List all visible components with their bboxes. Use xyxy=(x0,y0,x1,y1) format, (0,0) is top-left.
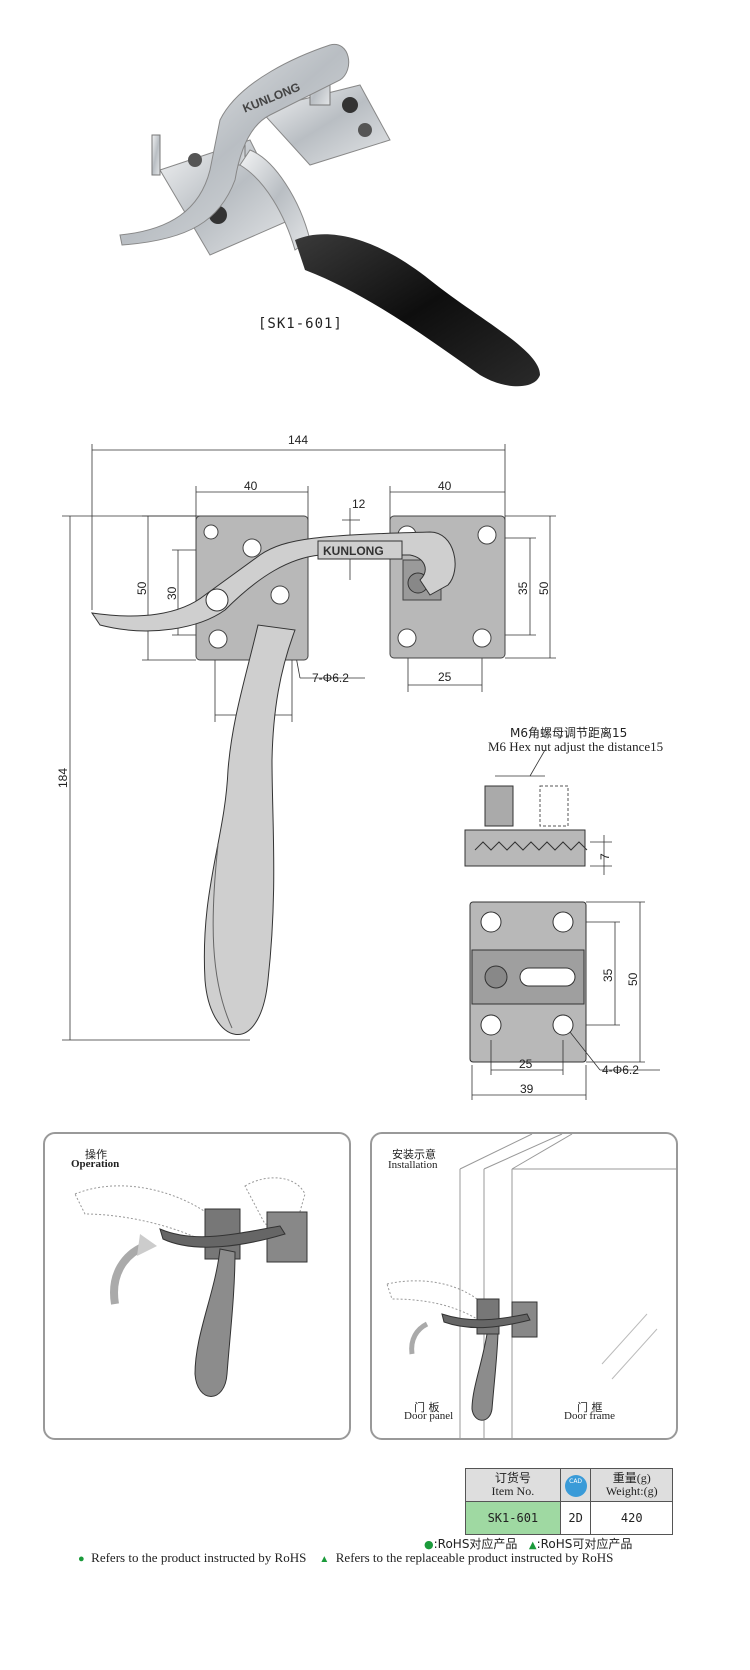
rohs-triangle-icon: ▲ xyxy=(528,1540,537,1551)
cad-value[interactable]: 2D xyxy=(559,1501,592,1535)
door-panel-en: Door panel xyxy=(404,1410,454,1422)
cad-icon: CAD xyxy=(564,1475,587,1497)
installation-panel: 安装示意 Installation 门 板 Door panel 门 框 Doo… xyxy=(370,1132,678,1440)
dim-right-inner: 35 xyxy=(516,581,530,595)
installation-title-cn: 安装示意 xyxy=(392,1148,436,1161)
door-panel-cn: 门 板 xyxy=(414,1401,440,1414)
dim-hole-spacing-right: 25 xyxy=(438,670,452,684)
nut-note-en: M6 Hex nut adjust the distance15 xyxy=(488,739,664,754)
rohs-legend-cn: ●:RoHS对应产品 ▲:RoHS可对应产品 xyxy=(424,1535,632,1552)
item-no-header-en: Item No. xyxy=(491,1484,535,1498)
product-photo: KUNLONG xyxy=(119,44,540,387)
weight-value: 420 xyxy=(590,1501,673,1535)
brand-mark-drawing: KUNLONG xyxy=(323,544,384,558)
rohs-en: Refers to the product instructed by RoHS xyxy=(91,1550,307,1565)
rohs-alt-en: Refers to the replaceable product instru… xyxy=(335,1550,614,1565)
door-frame-cn: 门 框 xyxy=(577,1401,603,1414)
base-holes: 4-Φ6.2 xyxy=(602,1063,639,1077)
dim-gap: 12 xyxy=(352,497,366,511)
spec-table: 订货号 Item No. CAD 重量(g) Weight:(g) SK1-60… xyxy=(465,1468,673,1535)
base-width: 39 xyxy=(520,1082,534,1096)
installation-title-en: Installation xyxy=(388,1159,438,1171)
rohs-dot-icon-en: ● xyxy=(78,1553,85,1565)
installation-illustration xyxy=(386,1134,676,1438)
rohs-cn: :RoHS对应产品 xyxy=(433,1537,518,1551)
dim-right-plate-width: 40 xyxy=(438,479,452,493)
weight-header: 重量(g) Weight:(g) xyxy=(590,1468,673,1502)
rohs-legend-en: ● Refers to the product instructed by Ro… xyxy=(78,1550,613,1566)
dim-left-height: 50 xyxy=(135,581,149,595)
door-frame-en: Door frame xyxy=(564,1410,616,1422)
base-height-outer: 50 xyxy=(626,972,640,986)
item-no-header: 订货号 Item No. xyxy=(465,1468,561,1502)
rohs-triangle-icon-en: ▲ xyxy=(319,1554,330,1565)
product-caption: [SK1-601] xyxy=(258,316,343,332)
weight-header-cn: 重量(g) xyxy=(612,1471,651,1485)
operation-panel: 操作 Operation xyxy=(43,1132,351,1440)
cad-header: CAD xyxy=(559,1468,592,1502)
dim-left-inner: 30 xyxy=(165,586,179,600)
rohs-alt-cn: :RoHS可对应产品 xyxy=(536,1537,633,1551)
operation-illustration xyxy=(74,1177,308,1397)
weight-header-en: Weight:(g) xyxy=(605,1484,658,1498)
operation-title-cn: 操作 xyxy=(85,1148,107,1161)
dim-overall-height: 184 xyxy=(56,768,70,788)
dim-right-height: 50 xyxy=(537,581,551,595)
dim-left-plate-width: 40 xyxy=(244,479,258,493)
base-hole-spacing: 25 xyxy=(519,1057,533,1071)
item-no-value: SK1-601 xyxy=(465,1501,561,1535)
operation-title-en: Operation xyxy=(71,1158,120,1170)
dim-holes-main: 7-Φ6.2 xyxy=(312,671,349,685)
technical-drawing: 144 40 40 12 50 30 35 50 25 25 7-Φ6.2 18… xyxy=(56,433,660,1100)
nut-note-cn: M6角螺母调节距离15 xyxy=(510,726,628,740)
item-no-header-cn: 订货号 xyxy=(494,1471,531,1485)
nut-thickness: 7 xyxy=(598,853,612,860)
base-height-inner: 35 xyxy=(601,968,615,982)
rohs-dot-icon: ● xyxy=(424,1538,434,1551)
dim-overall-width: 144 xyxy=(288,433,308,447)
